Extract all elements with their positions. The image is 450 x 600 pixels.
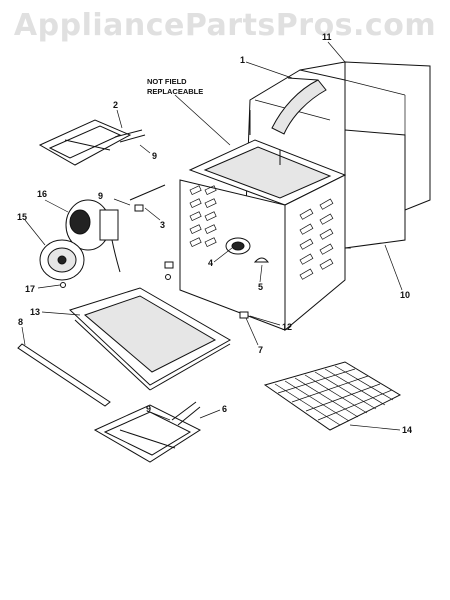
callout-13: 13: [30, 307, 40, 317]
callout-8: 8: [18, 317, 23, 327]
callout-10: 10: [400, 290, 410, 300]
oven-cavity: [179, 110, 347, 332]
screws-and-clips: [60, 184, 249, 319]
broil-element: [38, 119, 146, 166]
light-lens: [253, 257, 270, 263]
site-watermark: AppliancePartsPros.com: [13, 8, 437, 43]
callout-15: 15: [17, 212, 27, 222]
callout-3: 3: [160, 220, 165, 230]
callout-4: 4: [208, 258, 213, 268]
callout-2: 2: [113, 100, 118, 110]
callout-12: 12: [282, 322, 292, 332]
trim-strip: [17, 343, 111, 407]
callout-14: 14: [402, 425, 412, 435]
oven-light: [225, 237, 251, 255]
note-not-field-replaceable-line2: REPLACEABLE: [147, 87, 203, 96]
callout-9-bottom: 9: [146, 404, 151, 414]
callout-1: 1: [240, 55, 245, 65]
callout-16: 16: [37, 189, 47, 199]
bake-element: [93, 401, 202, 463]
callout-9-top: 9: [152, 151, 157, 161]
oven-bottom-tray: [69, 287, 232, 391]
callout-6: 6: [222, 404, 227, 414]
vent-duct: [271, 77, 327, 135]
note-not-field-replaceable-line1: NOT FIELD: [147, 77, 187, 86]
fan-blade: [39, 239, 85, 281]
callout-5: 5: [258, 282, 263, 292]
callout-11: 11: [322, 32, 332, 42]
convection-fan-assembly: [65, 199, 121, 273]
leader-lines: [21, 41, 403, 431]
callout-17: 17: [25, 284, 35, 294]
callout-9-mid: 9: [98, 191, 103, 201]
callout-7: 7: [258, 345, 263, 355]
oven-rack: [263, 361, 402, 431]
